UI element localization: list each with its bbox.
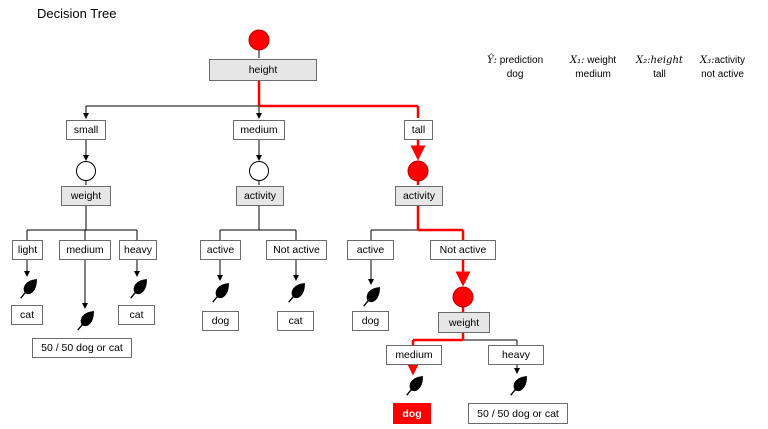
diagram-title: Decision Tree (37, 6, 117, 21)
leaf-icon (288, 283, 305, 303)
root-node-height: height (209, 59, 317, 81)
legend-symbol: X₁: (570, 55, 585, 66)
branch-medium: medium (233, 120, 285, 140)
legend-value: dog (506, 69, 524, 80)
leaf-outcome-cat: cat (277, 311, 314, 331)
legend-height: X₂:height tall (636, 54, 683, 82)
legend-label: prediction (499, 55, 544, 66)
leaf-icon (130, 279, 147, 299)
leaf-outcome-dog: dog (202, 311, 239, 331)
leaf-icon (212, 283, 229, 303)
node-weight: weight (61, 186, 111, 206)
branch-w-heavy: heavy (488, 345, 544, 365)
branch-not-active: Not active (266, 240, 327, 260)
legend-label: weight (587, 55, 617, 66)
branch-medium-weight: medium (59, 240, 111, 260)
node-activity: activity (236, 186, 284, 206)
leaf-outcome-dog: dog (352, 311, 389, 331)
legend-label: height (650, 55, 683, 66)
leaf-icon (77, 311, 94, 331)
branch-active: active (200, 240, 241, 260)
branch-tall: tall (404, 120, 433, 140)
legend-activity: X₃:activity not active (700, 54, 745, 82)
leaf-icon (406, 376, 423, 396)
legend-prediction: Ŷ: prediction dog (487, 54, 543, 82)
legend-symbol: Ŷ: (487, 55, 497, 66)
leaf-outcome-cat: cat (118, 305, 155, 325)
legend-symbol: X₃: (700, 55, 715, 66)
branch-w-medium: medium (386, 345, 442, 365)
branch-light: light (12, 240, 43, 260)
legend-value: tall (653, 69, 666, 80)
node-weight-tall: weight (438, 312, 490, 333)
branch-heavy: heavy (119, 240, 157, 260)
branch-small: small (66, 120, 106, 140)
leaf-outcome-50-50: 50 / 50 dog or cat (32, 338, 132, 358)
leaf-outcome-cat: cat (11, 305, 43, 325)
leaf-icon (20, 279, 37, 299)
leaf-icon (363, 287, 380, 307)
legend-weight: X₁: weight medium (570, 54, 616, 82)
prediction-outcome-dog: dog (393, 403, 431, 424)
branch-active-tall: active (347, 240, 394, 260)
legend-label: activity (714, 55, 746, 66)
branch-not-active-tall: Not active (430, 240, 496, 260)
leaf-outcome-50-50: 50 / 50 dog or cat (468, 403, 568, 424)
legend-symbol: X₂: (636, 55, 651, 66)
legend-value: medium (575, 69, 611, 80)
legend-value: not active (701, 69, 744, 80)
node-activity-tall: activity (395, 186, 443, 206)
leaf-icon (510, 376, 527, 396)
